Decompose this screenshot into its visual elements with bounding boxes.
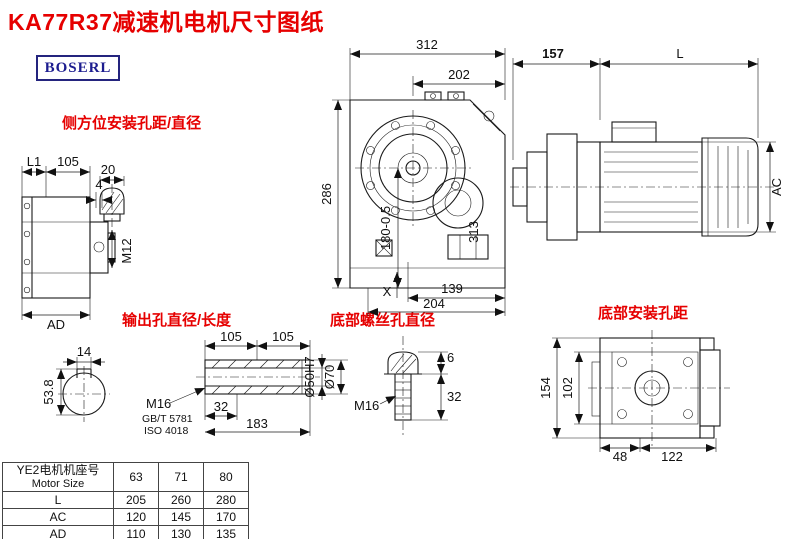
table-cell: 205 xyxy=(113,491,159,509)
page-title: KA77R37减速机电机尺寸图纸 xyxy=(8,9,324,35)
dim-204: 204 xyxy=(423,296,445,311)
table-row-AD: AD 110 130 135 xyxy=(2,525,249,539)
motor-size-table: YE2电机机座号 Motor Size 63 71 80 L 205 260 2… xyxy=(2,462,249,539)
label-output-hole: 输出孔直径/长度 xyxy=(122,312,232,329)
dim-M16-bolt: M16 xyxy=(354,398,379,413)
table-cell: 145 xyxy=(158,508,204,526)
view-bottom-screw: 6 32 M16 xyxy=(354,336,461,436)
dim-105a: 105 xyxy=(220,329,242,344)
dim-L: L xyxy=(676,46,683,61)
label-bottom-screw: 底部螺丝孔直径 xyxy=(330,312,436,329)
note-gb: GB/T 5781 xyxy=(142,413,193,425)
view-bottom-mount: 154 102 48 122 xyxy=(538,330,730,464)
table-row-L: L 205 260 280 xyxy=(2,491,249,509)
dim-48: 48 xyxy=(613,449,627,464)
dim-180: 180-0.5 xyxy=(378,206,393,250)
label-bottom-mount: 底部安装孔距 xyxy=(598,305,689,322)
dim-32-bolt: 32 xyxy=(447,389,461,404)
view-side: L1 105 4 AD xyxy=(21,154,116,332)
table-header-en: Motor Size xyxy=(31,478,85,490)
table-size-80: 80 xyxy=(203,462,249,492)
dim-102: 102 xyxy=(560,377,575,399)
brand-logo: BOSERL xyxy=(36,55,120,81)
table-header-row: YE2电机机座号 Motor Size 63 71 80 xyxy=(2,462,249,492)
dim-139: 139 xyxy=(441,281,463,296)
view-main: 312 202 286 180-0.5 xyxy=(319,37,506,316)
dim-d50: Ø50H7 xyxy=(302,356,317,397)
table-cell: 120 xyxy=(113,508,159,526)
dim-M16-output: M16 xyxy=(146,396,171,411)
table-header-cell: YE2电机机座号 Motor Size xyxy=(2,462,114,492)
dim-M12: M12 xyxy=(119,238,134,263)
table-row-AC: AC 120 145 170 xyxy=(2,508,249,526)
dim-14: 14 xyxy=(77,344,91,359)
dim-157: 157 xyxy=(542,46,564,61)
view-side-plug: 20 M12 xyxy=(99,162,134,268)
dim-312: 312 xyxy=(416,37,438,52)
table-cell: 130 xyxy=(158,525,204,539)
dim-202: 202 xyxy=(448,67,470,82)
table-cell: 110 xyxy=(113,525,159,539)
note-iso: ISO 4018 xyxy=(144,425,189,437)
dim-AC: AC xyxy=(769,178,784,196)
dim-183: 183 xyxy=(246,416,268,431)
label-side-mount: 侧方位安装孔距/直径 xyxy=(62,115,202,132)
table-cell: 170 xyxy=(203,508,249,526)
dim-32-output: 32 xyxy=(214,399,228,414)
row-label-AC: AC xyxy=(2,508,114,526)
table-size-63: 63 xyxy=(113,462,159,492)
table-cell: 260 xyxy=(158,491,204,509)
view-motor: 157 L AC xyxy=(510,46,784,241)
table-size-71: 71 xyxy=(158,462,204,492)
dim-105-side: 105 xyxy=(57,154,79,169)
dim-X: X xyxy=(383,284,392,299)
table-cell: 135 xyxy=(203,525,249,539)
table-cell: 280 xyxy=(203,491,249,509)
dim-20: 20 xyxy=(101,162,115,177)
dim-154: 154 xyxy=(538,377,553,399)
dim-313: 313 xyxy=(466,221,481,243)
dim-L1: L1 xyxy=(27,154,41,169)
table-header-cn: YE2电机机座号 xyxy=(16,463,100,477)
dim-105b: 105 xyxy=(272,329,294,344)
dim-6: 6 xyxy=(447,350,454,365)
dim-4: 4 xyxy=(95,177,102,192)
dim-d70: Ø70 xyxy=(322,365,337,390)
row-label-AD: AD xyxy=(2,525,114,539)
dim-53-8: 53.8 xyxy=(41,379,56,404)
dim-286: 286 xyxy=(319,183,334,205)
dim-122: 122 xyxy=(661,449,683,464)
row-label-L: L xyxy=(2,491,114,509)
dim-AD: AD xyxy=(47,317,65,332)
view-output: 14 53.8 xyxy=(41,329,348,437)
